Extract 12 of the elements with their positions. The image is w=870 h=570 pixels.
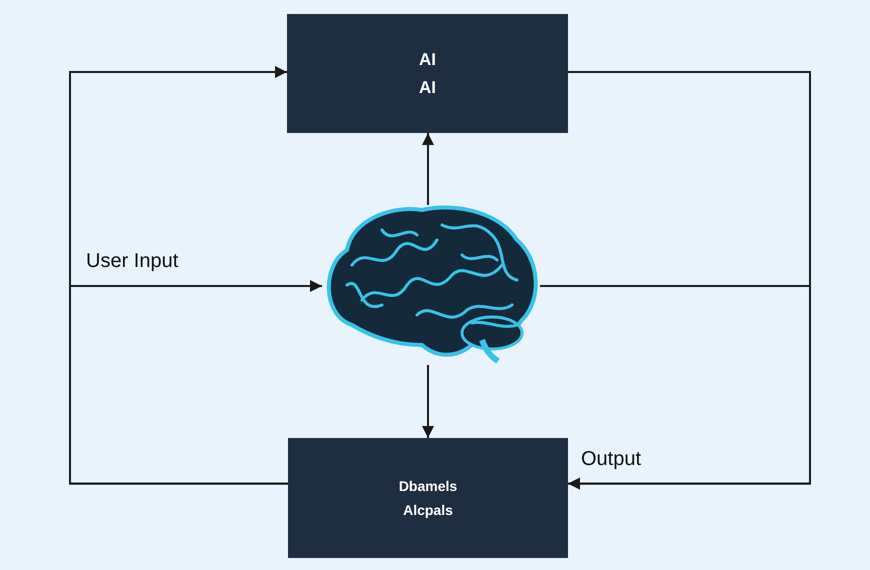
arrow — [69, 280, 322, 485]
edge-label: Output — [581, 448, 642, 471]
box-label: AI — [419, 78, 436, 98]
box-label: Alcpals — [403, 502, 453, 518]
box-label: Dbamels — [398, 478, 458, 494]
edge-label: User Input — [86, 250, 178, 273]
arrow — [422, 133, 434, 205]
arrow — [422, 365, 434, 438]
process-box — [288, 438, 568, 558]
box-label: AI — [419, 50, 436, 70]
arrow — [540, 285, 811, 490]
process-box — [287, 14, 568, 133]
